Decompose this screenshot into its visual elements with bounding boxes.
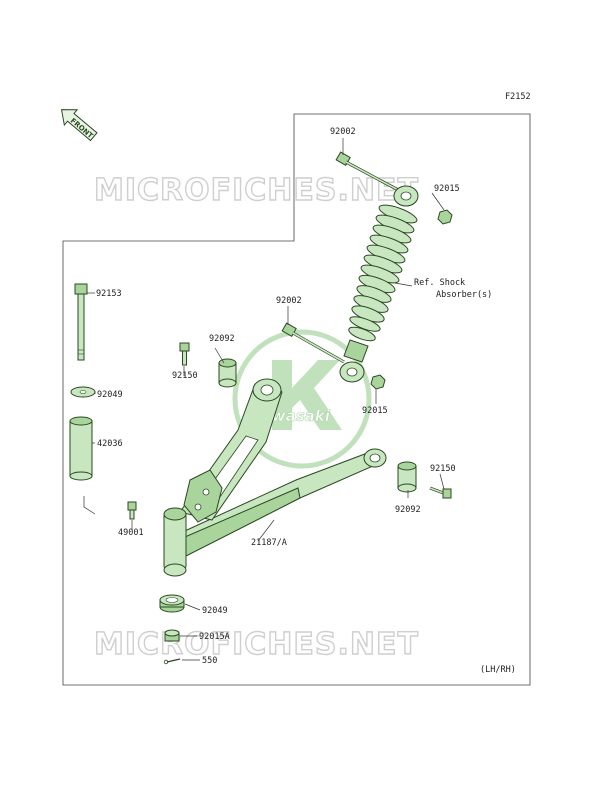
front-arrow-icon: FRONT <box>60 109 98 142</box>
washer-92049-top <box>70 386 96 398</box>
callout-21187A: 21187/A <box>251 538 287 548</box>
callout-92002-top: 92002 <box>330 127 356 137</box>
bolt-92002-mid <box>281 322 345 364</box>
callout-92150-left: 92150 <box>172 371 198 381</box>
bolt-92150-left <box>179 342 190 366</box>
suspension-arm-21187 <box>163 378 387 577</box>
callout-92015-mid: 92015 <box>362 406 388 416</box>
callout-92049-top: 92049 <box>97 390 123 400</box>
callout-92002-mid: 92002 <box>276 296 302 306</box>
nut-92015-mid <box>370 374 386 390</box>
callout-ref-shock-line1: Ref. Shock <box>414 278 465 288</box>
callout-92153: 92153 <box>96 289 122 299</box>
callout-92092-right: 92092 <box>395 505 421 515</box>
fitting-49001 <box>127 501 137 520</box>
shock-spring <box>348 204 418 342</box>
bolt-92002-top <box>335 151 403 194</box>
diagram-border <box>62 113 531 686</box>
bolt-92150-right <box>429 486 452 499</box>
cotter-pin-550 <box>163 658 181 665</box>
callout-49001: 49001 <box>118 528 144 538</box>
bushing-92092-right <box>397 461 417 493</box>
callout-92049-bottom: 92049 <box>202 606 228 616</box>
callout-92015A: 92015A <box>199 632 230 642</box>
bushing-92092-left <box>218 358 237 388</box>
sleeve-guide-line <box>83 496 96 515</box>
sleeve-42036 <box>69 416 93 481</box>
variant-note: (LH/RH) <box>480 665 516 675</box>
callout-92015-top: 92015 <box>434 184 460 194</box>
diagram-code: F2152 <box>505 92 531 102</box>
callout-550: 550 <box>202 656 217 666</box>
watermark-top: MICROFICHES.NET <box>94 173 419 208</box>
washer-92049-bottom <box>159 594 185 613</box>
shock-absorber <box>281 151 453 390</box>
shock-body <box>343 339 369 363</box>
watermark-bottom: MICROFICHES.NET <box>94 627 419 662</box>
bolt-92153 <box>74 283 88 361</box>
callout-92092-left: 92092 <box>209 334 235 344</box>
callout-ref-shock-line2: Absorber(s) <box>436 290 492 300</box>
callout-42036: 42036 <box>97 439 123 449</box>
nut-92015-top <box>437 209 453 225</box>
leader-lines <box>87 138 445 661</box>
nut-92015A <box>164 629 180 642</box>
callout-92150-right: 92150 <box>430 464 456 474</box>
